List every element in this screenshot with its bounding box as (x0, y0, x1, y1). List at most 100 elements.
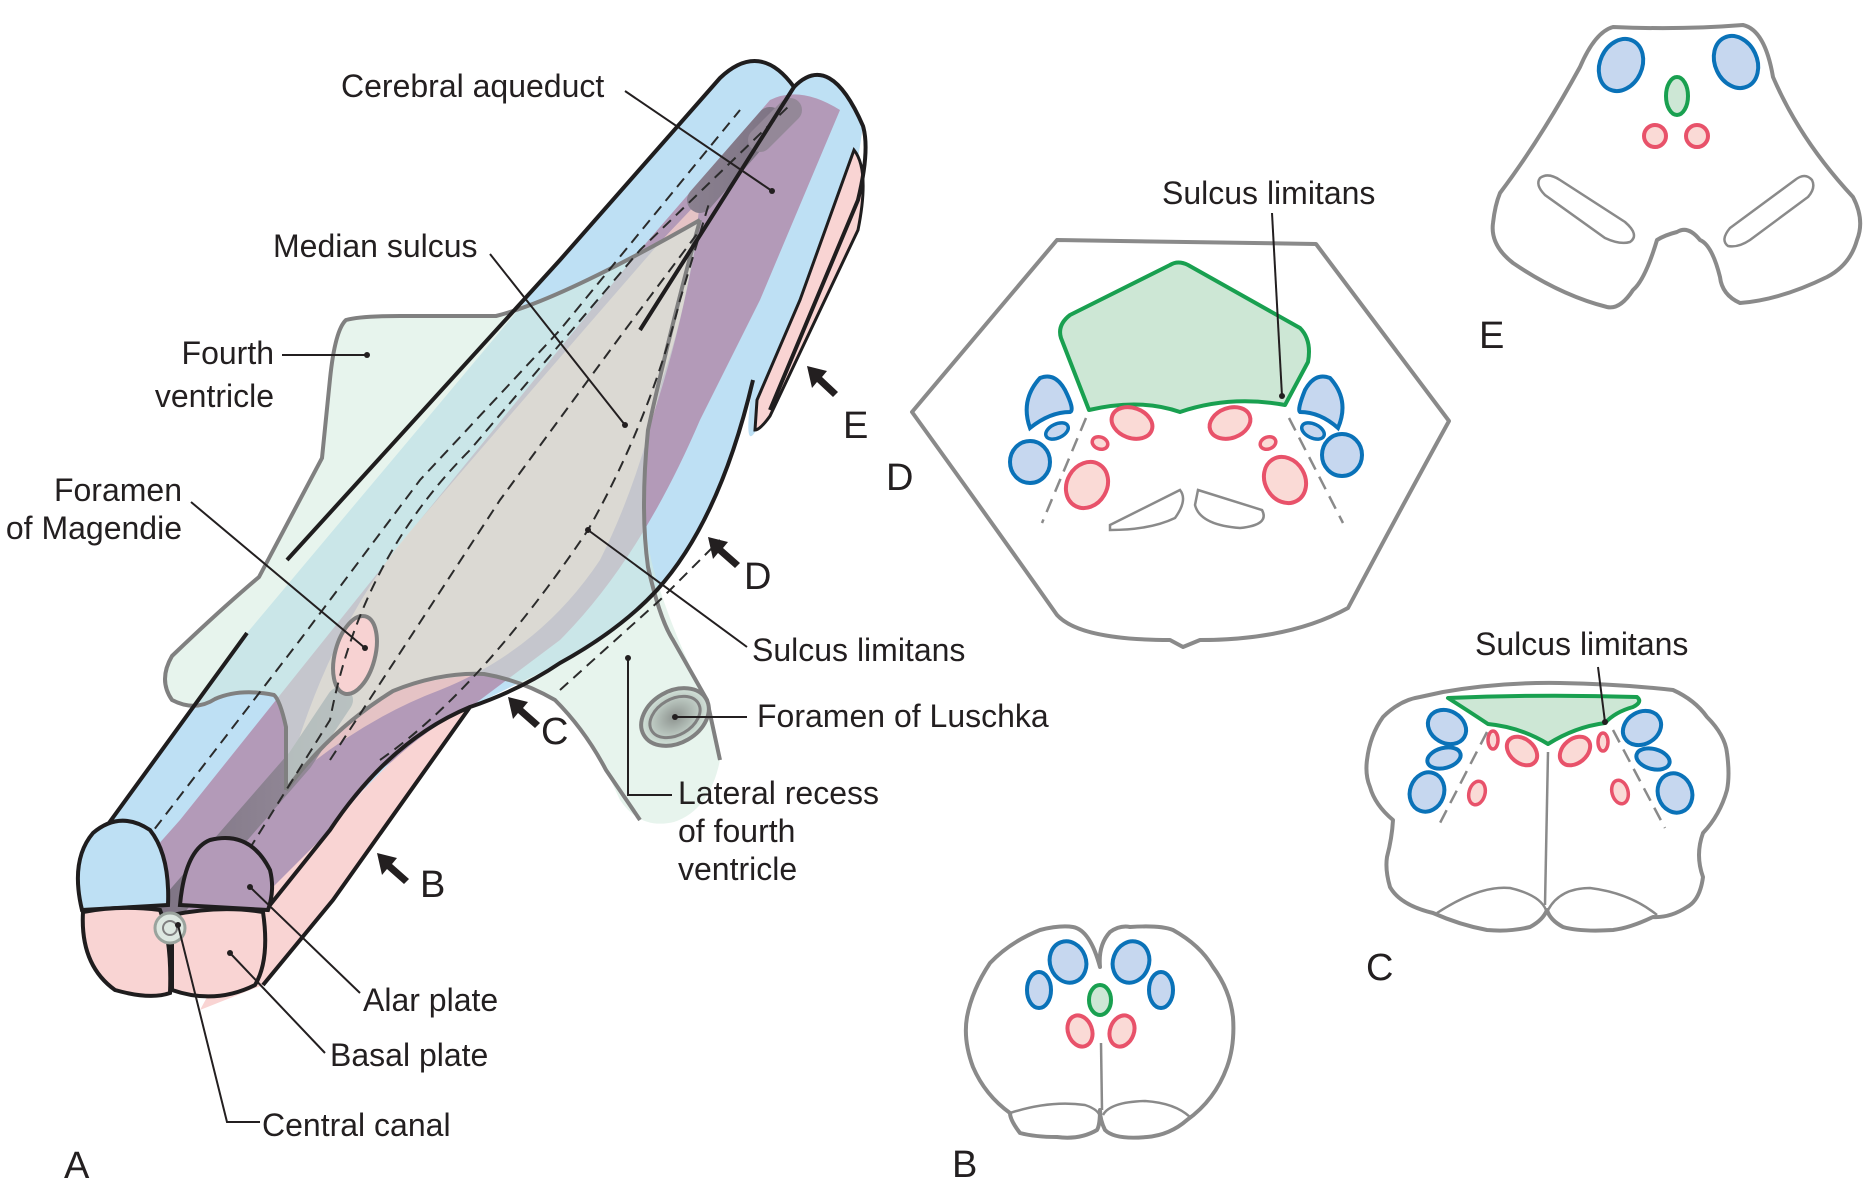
panel-e-label: E (1479, 315, 1504, 357)
arrow-c-label: C (541, 711, 568, 753)
section-d-pontine-left (1108, 488, 1185, 532)
section-c-nucleus-blue (1620, 708, 1664, 748)
section-d-nucleus-blue-large-right (1320, 432, 1364, 478)
section-b-pyramid-left (1009, 1102, 1102, 1119)
inner-contour (268, 85, 796, 907)
foramen-of-magendie-leader (190, 501, 366, 649)
median-sulcus-text: Median sulcus (273, 228, 478, 264)
section-c-nucleus-red (1504, 734, 1540, 768)
basal-plate-lower-tube (200, 707, 470, 1010)
section-b-nucleus-blue (1047, 939, 1089, 985)
arrow-e-label: E (843, 405, 868, 447)
cerebral-aqueduct-leader (624, 90, 773, 192)
section-c-sulcus-limitans-leader (1597, 666, 1606, 723)
alar-plate-pointer (247, 884, 253, 890)
label-basal-plate: Basal plate (227, 950, 488, 1073)
dashed-line-4 (559, 539, 721, 691)
section-d-alar-nuclei (1008, 374, 1364, 485)
alar-plate-right-face (177, 836, 275, 913)
basal-plate-text: Basal plate (330, 1037, 488, 1073)
label-cerebral-aqueduct: Cerebral aqueduct (341, 68, 775, 194)
section-d-dashed-right (1287, 417, 1345, 524)
section-e-nucleus-blue-left (1596, 36, 1646, 94)
section-c-fourth-ventricle (1446, 693, 1642, 746)
section-d-sulcus-limitans-label: Sulcus limitans (1162, 175, 1375, 399)
label-central-canal: Central canal (175, 922, 451, 1143)
section-d-nucleus-red (1261, 454, 1309, 506)
section-c-nucleus-blue (1407, 770, 1447, 814)
cerebral-aqueduct-text: Cerebral aqueduct (341, 68, 604, 104)
section-d-basal-nuclei (1063, 405, 1309, 511)
section-e-nucleus-blue-right (1711, 33, 1761, 91)
section-d-nucleus-blue-left-triangle (1024, 374, 1074, 432)
panel-c-section: Sulcus limitans C (1364, 626, 1731, 989)
label-sulcus-limitans-a: Sulcus limitans (585, 527, 965, 668)
section-c-pyramid-right (1546, 886, 1658, 916)
label-foramen-of-luschka: Foramen of Luschka (672, 698, 1049, 734)
section-b-outline (963, 924, 1236, 1140)
section-b-nucleus-blue (1025, 970, 1053, 1010)
section-b-midline (1099, 1042, 1104, 1111)
foramen-of-magendie-text-2: of Magendie (6, 510, 182, 546)
basal-plate-pointer (227, 950, 233, 956)
section-d-pontine-right (1193, 488, 1265, 530)
section-c-nucleus-red (1596, 731, 1610, 753)
median-sulcus-leader (489, 253, 626, 426)
section-d-nucleus-blue-right-triangle (1297, 374, 1345, 432)
section-c-pyramid-left (1436, 886, 1548, 915)
central-canal-leader (177, 924, 260, 1123)
sulcus-limitans-a-text: Sulcus limitans (752, 632, 965, 668)
arrow-d-icon (708, 537, 740, 568)
foramen-of-magendie (331, 614, 379, 696)
basal-plate-left-face (80, 905, 173, 998)
section-d-nucleus-red (1207, 405, 1253, 441)
fourth-ventricle-outline (163, 218, 701, 790)
panel-a-illustration: E D C B Cerebral aqueduct Median sulcus … (6, 59, 1049, 1187)
arrow-b: B (377, 853, 445, 906)
section-c-sulcus-limitans-label: Sulcus limitans (1475, 626, 1688, 725)
section-e-peduncle-left (1537, 174, 1636, 245)
lateral-recess-text-1: Lateral recess (678, 775, 879, 811)
central-canal-text: Central canal (262, 1107, 451, 1143)
section-c-nucleus-red (1466, 779, 1488, 807)
fourth-ventricle-pointer (364, 352, 370, 358)
label-median-sulcus: Median sulcus (273, 228, 628, 428)
panel-b-label: B (952, 1144, 977, 1186)
section-b-central-canal-green (1087, 983, 1113, 1017)
section-b-nucleus-red (1065, 1013, 1095, 1049)
fourth-ventricle-text-2: ventricle (155, 378, 274, 414)
section-c-nucleus-red (1609, 778, 1631, 806)
section-c-dashed-left (1438, 731, 1489, 824)
central-canal-lumen (162, 920, 178, 936)
lateral-recess-text-3: ventricle (678, 851, 797, 887)
arrow-e: E (807, 366, 868, 447)
section-c-nucleus-red (1557, 734, 1593, 768)
label-alar-plate: Alar plate (247, 884, 498, 1018)
foramen-of-luschka-text: Foramen of Luschka (757, 698, 1049, 734)
section-c-midline (1543, 751, 1550, 906)
arrow-b-icon (377, 853, 409, 884)
dashed-line-2 (229, 104, 791, 881)
section-d-nucleus-red (1090, 434, 1110, 452)
section-d-nucleus-blue-large-left (1008, 439, 1052, 485)
section-b-nucleus-blue (1110, 939, 1152, 985)
panel-a-label: A (64, 1145, 90, 1187)
arrow-c-icon (508, 697, 540, 728)
dashed-line-median-sulcus (329, 229, 701, 761)
section-c-nucleus-blue (1655, 771, 1695, 815)
section-e-nucleus-red-right (1684, 123, 1710, 149)
section-d-fourth-ventricle (1058, 260, 1311, 414)
foramen-of-luschka-inner (648, 694, 702, 740)
section-d-nucleus-blue-small-right (1299, 421, 1327, 441)
outer-contour-left (91, 59, 868, 847)
section-e-outline (1490, 23, 1863, 310)
arrow-d: D (708, 537, 771, 598)
section-d-nucleus-red (1258, 434, 1278, 452)
cerebral-aqueduct-pointer (769, 188, 775, 194)
section-d-sulcus-limitans-leader (1271, 212, 1283, 397)
panel-d-section: Sulcus limitans D (886, 175, 1451, 649)
section-d-sulcus-limitans-text: Sulcus limitans (1162, 175, 1375, 211)
section-d-nucleus-blue-small-left (1043, 421, 1071, 441)
section-b-nucleus-red (1107, 1013, 1137, 1049)
panel-e-section: E (1479, 23, 1863, 357)
